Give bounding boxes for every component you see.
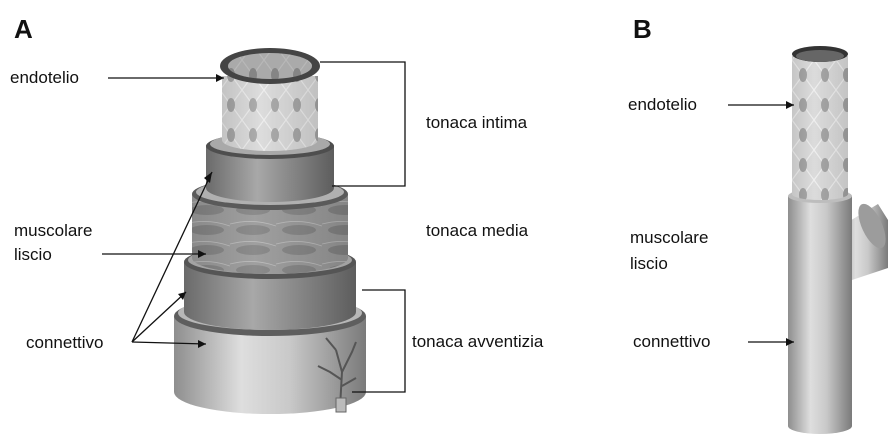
panel-b-pointer-lines (728, 105, 794, 342)
label-a-muscolare: muscolare (14, 221, 92, 241)
label-b-muscolare: muscolare (630, 228, 708, 248)
panel-b-letter: B (633, 14, 652, 45)
label-a-liscio: liscio (14, 245, 52, 265)
label-a-endotelio: endotelio (10, 68, 79, 88)
label-tonaca-intima: tonaca intima (426, 113, 527, 133)
panel-b-vessel (788, 46, 888, 434)
label-tonaca-media: tonaca media (426, 221, 528, 241)
label-b-liscio: liscio (630, 254, 668, 274)
panel-a-letter: A (14, 14, 33, 45)
label-b-endotelio: endotelio (628, 95, 697, 115)
label-b-connettivo: connettivo (633, 332, 711, 352)
label-tonaca-avventizia: tonaca avventizia (412, 332, 543, 352)
label-a-connettivo: connettivo (26, 333, 104, 353)
panel-a-vessel (174, 48, 366, 414)
